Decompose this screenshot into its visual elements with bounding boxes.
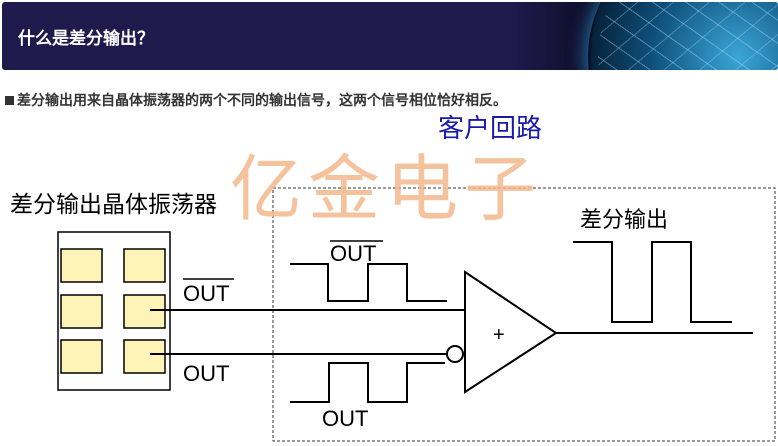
bullet-text: 差分输出用来自晶体振荡器的两个不同的输出信号，这两个信号相位恰好相反。 xyxy=(17,93,507,109)
differential-output-waveform xyxy=(573,241,732,323)
page-title: 什么是差分输出？ xyxy=(18,29,154,49)
globe-image xyxy=(588,2,778,70)
inverting-input-bubble xyxy=(446,345,464,363)
oscillator-label: 差分输出晶体振荡器 xyxy=(10,192,217,218)
bullet-square-icon xyxy=(5,96,14,105)
amplifier-triangle xyxy=(464,270,558,394)
wave-out-bar-label: OUT xyxy=(330,241,376,266)
bullet-text-row: 差分输出用来自晶体振荡器的两个不同的输出信号，这两个信号相位恰好相反。 xyxy=(5,90,507,110)
header-banner: 什么是差分输出？ xyxy=(2,2,778,70)
pin-out-label: OUT xyxy=(183,361,229,386)
customer-circuit-box xyxy=(272,187,776,442)
out-bar-waveform xyxy=(290,263,447,302)
out-waveform xyxy=(290,362,445,403)
differential-output-label: 差分输出 xyxy=(580,208,668,233)
oscillator-chip xyxy=(57,231,171,391)
customer-circuit-label: 客户回路 xyxy=(438,114,542,144)
wave-out-label: OUT xyxy=(322,406,368,431)
pin-out-bar-label: OUT xyxy=(183,281,229,306)
amp-plus-sign: + xyxy=(493,324,505,346)
watermark: 亿金电子 xyxy=(230,147,542,231)
